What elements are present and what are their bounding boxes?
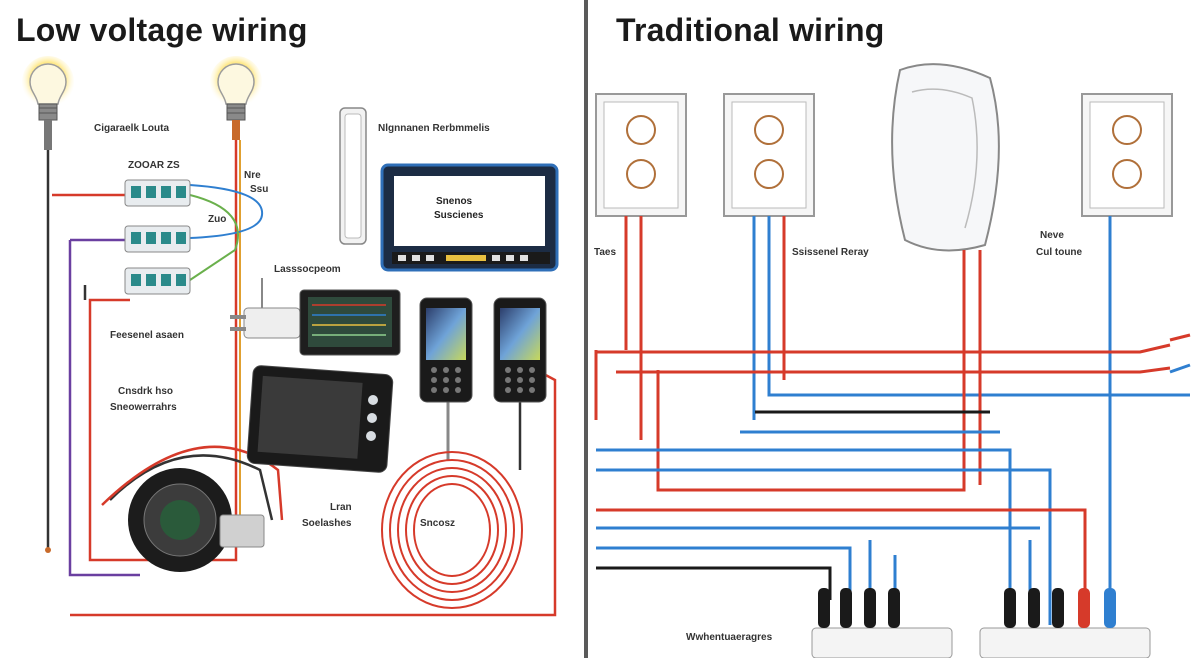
outlet-label: Neve [1040, 230, 1064, 241]
light-fixture-icon [891, 63, 1000, 252]
spool-label: Lran [330, 502, 352, 513]
bulb-label: Cigaraelk Louta [94, 123, 170, 134]
screen-text: Snenos [436, 196, 473, 207]
thin-controller-device [339, 107, 367, 245]
fixture-label: Ssissenel Reray [792, 247, 869, 258]
board-label: Lasssocpeom [274, 264, 341, 275]
spool-label: Soelashes [302, 518, 352, 529]
screen-text: Suscienes [434, 210, 484, 221]
terminal-module [124, 267, 191, 295]
wire-label: Nre [244, 170, 261, 181]
display-panel-device [380, 163, 559, 272]
camera-sensor-device [128, 468, 265, 572]
wire-coil [381, 451, 523, 609]
plug-adapter-icon [230, 278, 301, 339]
wall-outlet-icon [1081, 93, 1173, 217]
left-panel [22, 56, 559, 617]
terminal-block [811, 588, 953, 659]
wire-label: Zuo [208, 214, 227, 225]
wall-outlet-icon [595, 93, 687, 217]
wire-label: Ssu [250, 184, 269, 195]
coil-label: Sncosz [420, 518, 456, 529]
terminal-block-label: Wwhentuaeragres [686, 632, 773, 643]
terminal-block [979, 588, 1151, 659]
wall-outlet-icon [723, 93, 815, 217]
handset-device [493, 297, 547, 403]
handset-device [419, 297, 473, 403]
light-bulb-icon [22, 56, 74, 150]
terminal-module [124, 179, 191, 207]
module-label: ZOOAR ZS [128, 160, 180, 171]
controller-label: Nlgnnanen Rerbmmelis [378, 123, 490, 134]
panel-divider [584, 0, 588, 658]
circuit-board-device [299, 289, 401, 356]
outlet-label: Cul toune [1036, 247, 1083, 258]
camera-label: Sneowerrahrs [110, 402, 177, 413]
right-panel [594, 63, 1191, 659]
terminal-module [124, 225, 191, 253]
light-bulb-icon [210, 56, 262, 140]
left-panel-title: Low voltage wiring [16, 12, 308, 48]
traditional-wires [594, 216, 1191, 625]
low-voltage-wires [45, 140, 557, 617]
tablet-device [246, 365, 394, 473]
right-panel-title: Traditional wiring [616, 12, 885, 48]
camera-label: Cnsdrk hso [118, 386, 174, 397]
wire-label: Taes [594, 247, 617, 258]
plug-label: Feesenel asaen [110, 330, 184, 341]
